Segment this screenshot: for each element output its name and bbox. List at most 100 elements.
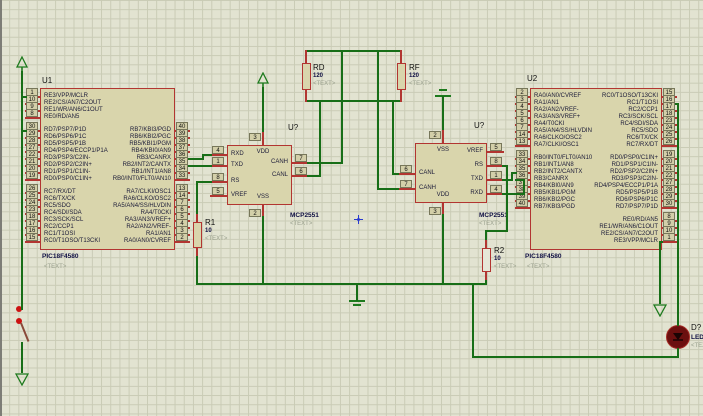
pin-label: RB5/KBI1/PGM [534,190,576,196]
resistor-r1-body[interactable] [193,222,202,248]
wire-segment[interactable] [196,254,198,285]
led-d-body[interactable] [666,325,690,349]
wire-segment[interactable] [472,356,679,358]
wire-segment[interactable] [485,230,487,242]
pin-number: 6 [295,167,307,175]
pin-label: RD1/PSP1/C1IN- [611,162,658,168]
switch-terminal-top[interactable] [16,306,22,312]
rf-text-note: <TEXT> [409,81,432,87]
can-transceiver-1-body[interactable] [227,145,292,205]
wire-segment[interactable] [506,165,508,232]
wire-segment[interactable] [21,342,23,373]
pin-label: RD5/PSP5/P1B [44,141,87,147]
wire-segment[interactable] [196,181,198,216]
mcu-u2-body[interactable] [530,88,662,250]
ground-bar-icon[interactable] [349,300,365,302]
pin-label: CANH [270,159,288,165]
pin-label: RC7/RX/DT [626,142,658,148]
pin-label: RA4/T0CKI [140,210,171,216]
wire-segment[interactable] [392,100,394,175]
wire-segment[interactable] [502,193,525,195]
ground-bar-icon [353,304,361,306]
wire-segment[interactable] [523,179,525,195]
pin-stub [661,207,677,209]
pin-label: RA2/AN2/VREF- [126,224,171,230]
wire-segment[interactable] [442,214,444,285]
pin-label: RS [474,162,483,168]
pin-label: RE0/RD/AN5 [622,217,658,223]
wire-segment[interactable] [305,50,402,52]
wire-segment[interactable] [392,173,399,175]
pin-number: 3 [249,133,261,141]
wire-segment[interactable] [307,162,343,164]
pin-stub [442,202,444,218]
pin-stub [210,195,228,197]
wire-segment[interactable] [356,283,358,301]
pin-number: 7 [400,180,412,188]
u2-ref: U2 [527,74,538,83]
wire-segment[interactable] [502,165,508,167]
wire-segment[interactable] [202,154,204,160]
wire-segment[interactable] [511,172,513,181]
switch-lever[interactable] [20,322,30,342]
pin-stub [210,165,228,167]
switch-terminal-bottom[interactable] [16,318,22,324]
pin-number: 4 [212,146,224,154]
ground-terminal-icon[interactable] [653,303,667,317]
mcu-u1-body[interactable] [40,88,175,250]
wire-segment[interactable] [659,241,661,304]
pin-number: 3 [429,207,441,215]
resistor-lead [485,240,487,249]
wire-segment[interactable] [196,181,212,183]
led-text-note: <TEXT> [691,343,703,349]
pin-label: RC0/T1OSO/T13CKI [601,93,658,99]
pin-label: RD1/PSP1/C1IN- [44,169,91,175]
wire-segment[interactable] [319,100,321,177]
wire-segment[interactable] [188,158,204,160]
wire-segment[interactable] [515,179,525,181]
wire-segment[interactable] [377,188,399,190]
u2-part: PIC18F4580 [525,253,562,260]
wire-segment[interactable] [196,283,487,285]
r2-ref: R2 [494,246,505,255]
wire-segment[interactable] [442,96,444,130]
pin-label: VREF [231,192,248,198]
pin-stub [262,130,264,146]
pin-number: 1 [663,233,675,241]
wire-segment[interactable] [659,241,663,243]
wire-segment[interactable] [262,87,264,132]
wire-segment[interactable] [377,50,379,190]
wire-segment[interactable] [21,96,27,98]
wire-segment[interactable] [485,230,508,232]
pin-label: VSS [436,147,449,153]
wire-segment[interactable] [502,179,513,181]
wire-segment[interactable] [188,165,212,167]
ground-terminal-icon[interactable] [15,372,29,386]
wire-segment[interactable] [677,103,679,326]
pin-label: VREF [466,148,483,154]
pin-number: 2 [176,233,188,241]
wire-segment[interactable] [472,283,474,358]
wire-segment[interactable] [677,348,679,358]
wire-segment[interactable] [202,154,212,156]
pin-label: RA7/CLKI/OSC1 [126,189,171,195]
wire-segment[interactable] [485,278,487,285]
wire-segment[interactable] [21,71,23,310]
resistor-rf-body[interactable] [397,63,406,90]
pin-number: 2 [249,209,261,217]
pin-number: 33 [176,171,188,179]
wire-segment[interactable] [21,130,27,132]
wire-segment[interactable] [511,172,517,174]
r2-text-note: <TEXT> [494,264,517,270]
wire-segment[interactable] [262,216,264,285]
resistor-r2-body[interactable] [482,248,491,272]
resistor-rd-body[interactable] [302,63,311,90]
resistor-lead [400,50,402,64]
can-transceiver-2-body[interactable] [415,143,487,203]
wire-segment[interactable] [305,100,402,102]
pin-label: TXD [231,162,243,168]
wire-segment[interactable] [341,50,343,164]
pin-number: 15 [26,233,38,241]
wire-segment[interactable] [307,175,321,177]
